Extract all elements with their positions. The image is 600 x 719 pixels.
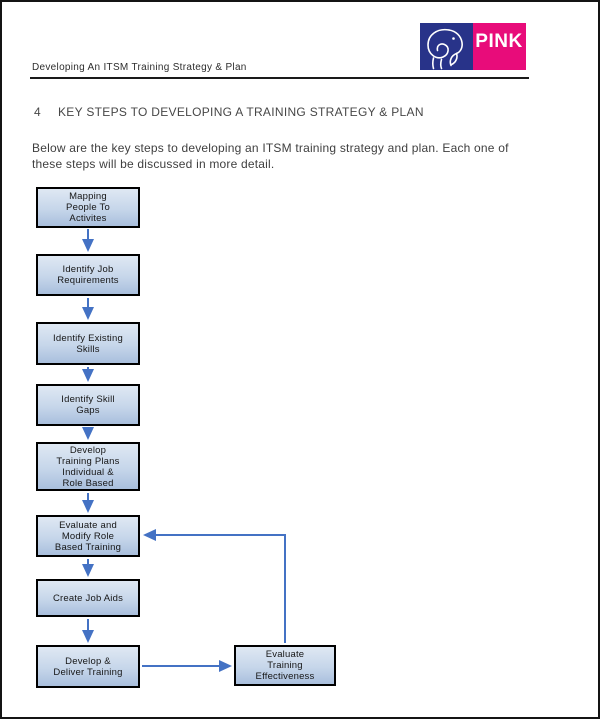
flow-step-mapping-people-to-activities: Mapping People To Activites [36,187,140,228]
pink-elephant-logo: PINK [420,23,526,70]
flow-step-identify-existing-skills: Identify Existing Skills [36,322,140,365]
flow-step-evaluate-training-effectiveness: Evaluate Training Effectiveness [234,645,336,686]
flow-step-identify-skill-gaps: Identify Skill Gaps [36,384,140,426]
flow-step-identify-job-requirements: Identify Job Requirements [36,254,140,296]
document-title: Developing An ITSM Training Strategy & P… [32,62,247,73]
logo-pink-panel: PINK [473,23,526,70]
flow-step-evaluate-modify-role-based-training: Evaluate and Modify Role Based Training [36,515,140,557]
flow-step-develop-training-plans: Develop Training Plans Individual & Role… [36,442,140,491]
section-heading-text: KEY STEPS TO DEVELOPING A TRAINING STRAT… [58,105,424,119]
intro-paragraph: Below are the key steps to developing an… [32,141,509,171]
logo-brand-text: PINK [475,31,523,52]
section-number: 4 [34,105,41,119]
elephant-icon [427,28,463,70]
header-divider [30,77,529,79]
logo-blue-panel [420,23,473,70]
flow-step-create-job-aids: Create Job Aids [36,579,140,617]
arrow-evaluate-feedback [143,529,286,643]
flow-step-develop-deliver-training: Develop & Deliver Training [36,645,140,688]
section-heading: 4 KEY STEPS TO DEVELOPING A TRAINING STRA… [34,105,424,119]
